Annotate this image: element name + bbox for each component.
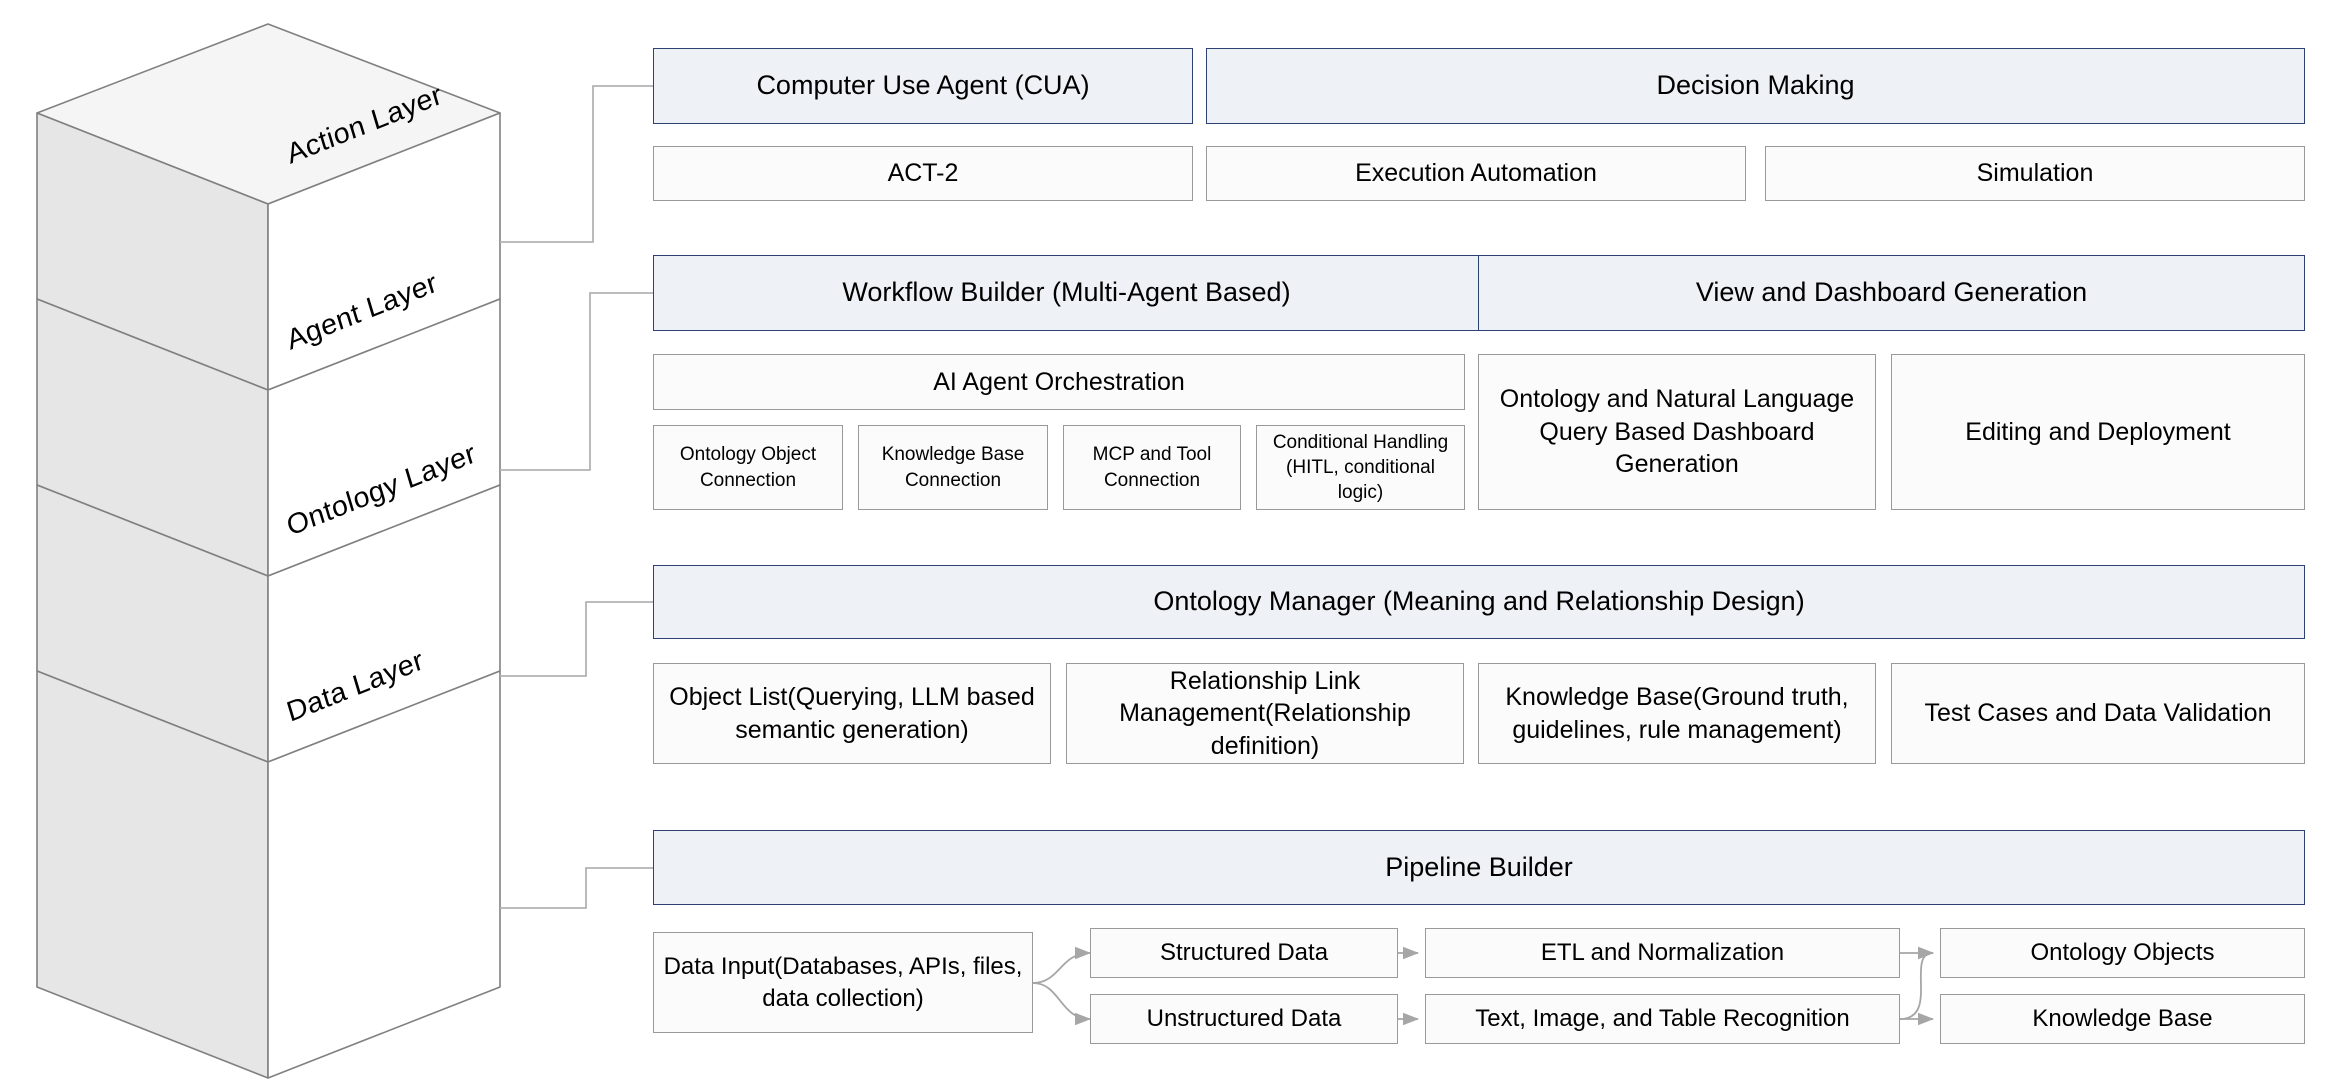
action-item-simulation[interactable]: Simulation <box>1765 146 2305 201</box>
agent-item-editing-deployment[interactable]: Editing and Deployment <box>1891 354 2305 510</box>
ontology-item-relationship-link[interactable]: Relationship Link Management(Relationshi… <box>1066 663 1464 764</box>
data-flow-recognition[interactable]: Text, Image, and Table Recognition <box>1425 994 1900 1044</box>
agent-connection-knowledge-base[interactable]: Knowledge Base Connection <box>858 425 1048 510</box>
agent-item-ai-orchestration[interactable]: AI Agent Orchestration <box>653 354 1465 410</box>
action-item-execution-automation[interactable]: Execution Automation <box>1206 146 1746 201</box>
data-flow-unstructured[interactable]: Unstructured Data <box>1090 994 1398 1044</box>
ontology-item-knowledge-base[interactable]: Knowledge Base(Ground truth, guidelines,… <box>1478 663 1876 764</box>
layer-stack-cube: Action Layer Agent Layer Ontology Layer … <box>0 0 640 1088</box>
ontology-item-object-list[interactable]: Object List(Querying, LLM based semantic… <box>653 663 1051 764</box>
cube-svg <box>36 23 501 1079</box>
action-header-cua[interactable]: Computer Use Agent (CUA) <box>653 48 1193 124</box>
action-header-decision-making[interactable]: Decision Making <box>1206 48 2305 124</box>
agent-item-dashboard-generation[interactable]: Ontology and Natural Language Query Base… <box>1478 354 1876 510</box>
agent-connection-mcp-tool[interactable]: MCP and Tool Connection <box>1063 425 1241 510</box>
agent-connection-conditional-handling[interactable]: Conditional Handling (HITL, conditional … <box>1256 425 1465 510</box>
cube-right-face-data <box>267 670 501 1079</box>
ontology-item-test-cases[interactable]: Test Cases and Data Validation <box>1891 663 2305 764</box>
agent-header-workflow-builder[interactable]: Workflow Builder (Multi-Agent Based) <box>653 255 1480 331</box>
action-item-act2[interactable]: ACT-2 <box>653 146 1193 201</box>
data-flow-input[interactable]: Data Input(Databases, APIs, files, data … <box>653 932 1033 1033</box>
data-flow-ontology-objects[interactable]: Ontology Objects <box>1940 928 2305 978</box>
agent-connection-ontology-object[interactable]: Ontology Object Connection <box>653 425 843 510</box>
data-flow-knowledge-base[interactable]: Knowledge Base <box>1940 994 2305 1044</box>
data-header-pipeline-builder[interactable]: Pipeline Builder <box>653 830 2305 905</box>
data-flow-etl[interactable]: ETL and Normalization <box>1425 928 1900 978</box>
ontology-header-manager[interactable]: Ontology Manager (Meaning and Relationsh… <box>653 565 2305 639</box>
data-flow-structured[interactable]: Structured Data <box>1090 928 1398 978</box>
agent-header-view-dashboard[interactable]: View and Dashboard Generation <box>1478 255 2305 331</box>
